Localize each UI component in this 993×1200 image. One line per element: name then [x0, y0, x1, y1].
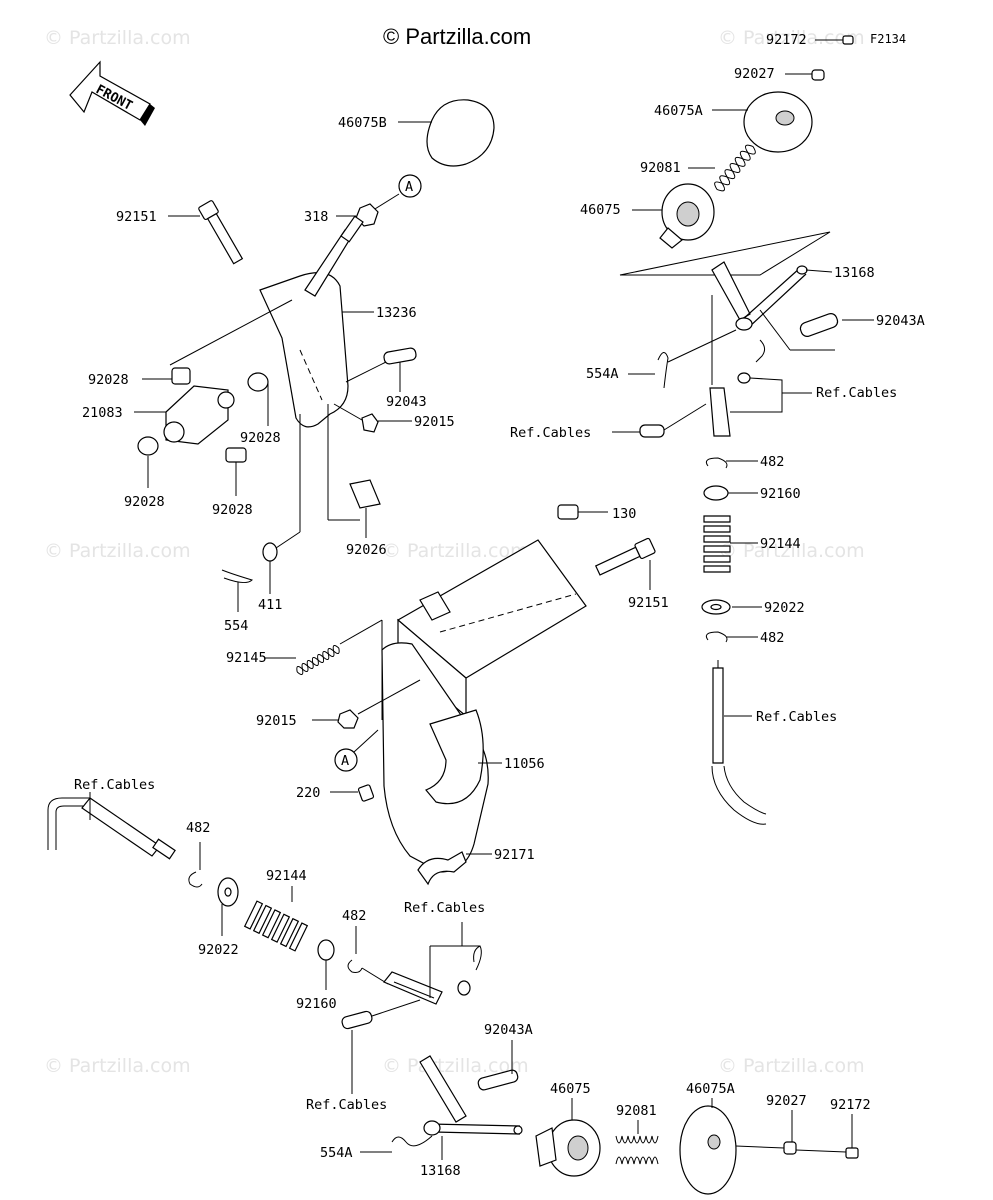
label-ref-cables: Ref.Cables [510, 425, 591, 441]
label-92145: 92145 [226, 650, 267, 666]
watermark: © Partzilla.com [382, 540, 529, 562]
label-13236: 13236 [376, 305, 417, 321]
label-11056: 11056 [504, 756, 545, 772]
label-46075B: 46075B [338, 115, 387, 131]
watermarks: © Partzilla.com © Partzilla.com © Partzi… [44, 27, 865, 1077]
spring-92144-right [703, 515, 731, 573]
label-92015: 92015 [256, 713, 297, 729]
label-92151: 92151 [116, 209, 157, 225]
label-ref-cables: Ref.Cables [74, 777, 155, 793]
label-92027: 92027 [766, 1093, 807, 1109]
watermark: © Partzilla.com [44, 1055, 191, 1077]
label-92022: 92022 [764, 600, 805, 616]
front-arrow-icon: FRONT [69, 60, 155, 126]
label-92028: 92028 [240, 430, 281, 446]
label-92027: 92027 [734, 66, 775, 82]
lower-left-assembly [47, 792, 335, 990]
label-482: 482 [760, 454, 784, 470]
watermark: © Partzilla.com [44, 27, 191, 49]
label-46075: 46075 [550, 1081, 591, 1097]
label-92160: 92160 [760, 486, 801, 502]
label-220: 220 [296, 785, 320, 801]
label-130: 130 [612, 506, 636, 522]
label-92172: 92172 [766, 32, 807, 48]
label-92043A: 92043A [876, 313, 925, 329]
watermark: © Partzilla.com [718, 27, 865, 49]
label-554A: 554A [586, 366, 619, 382]
label-92028: 92028 [124, 494, 165, 510]
watermark: © Partzilla.com [382, 1055, 529, 1077]
label-92028: 92028 [212, 502, 253, 518]
label-92026: 92026 [346, 542, 387, 558]
label-ref-cables: Ref.Cables [404, 900, 485, 916]
label-92022: 92022 [198, 942, 239, 958]
diagram-code: F2134 [870, 32, 906, 46]
label-482: 482 [342, 908, 366, 924]
lower-center-assembly [341, 922, 859, 1195]
label-554A: 554A [320, 1145, 353, 1161]
label-21083: 21083 [82, 405, 123, 421]
label-92028: 92028 [88, 372, 129, 388]
upper-left-assembly: A [134, 99, 495, 612]
watermark: © Partzilla.com [718, 540, 865, 562]
watermark: © Partzilla.com [718, 1055, 865, 1077]
label-92015: 92015 [414, 414, 455, 430]
label-13168: 13168 [420, 1163, 461, 1179]
label-ref-cables: Ref.Cables [756, 709, 837, 725]
label-46075: 46075 [580, 202, 621, 218]
label-13168: 13168 [834, 265, 875, 281]
label-ref-cables: Ref.Cables [306, 1097, 387, 1113]
ref-a-label: A [341, 753, 349, 769]
label-318: 318 [304, 209, 328, 225]
watermark: © Partzilla.com [44, 540, 191, 562]
label-92081: 92081 [616, 1103, 657, 1119]
label-92151: 92151 [628, 595, 669, 611]
center-bracket: A [264, 504, 656, 886]
label-554: 554 [224, 618, 248, 634]
label-92043: 92043 [386, 394, 427, 410]
label-92144: 92144 [760, 536, 801, 552]
label-92144: 92144 [266, 868, 307, 884]
copyright-text: © Partzilla.com [383, 24, 531, 49]
label-92081: 92081 [640, 160, 681, 176]
label-482: 482 [760, 630, 784, 646]
label-ref-cables: Ref.Cables [816, 385, 897, 401]
label-46075A: 46075A [686, 1081, 735, 1097]
label-46075A: 46075A [654, 103, 703, 119]
label-92160: 92160 [296, 996, 337, 1012]
label-92172: 92172 [830, 1097, 871, 1113]
label-92171: 92171 [494, 847, 535, 863]
label-482: 482 [186, 820, 210, 836]
upper-right-assembly [612, 35, 874, 825]
label-92043A: 92043A [484, 1022, 533, 1038]
part-labels: 92172 92027 46075A 92081 46075 13168 920… [74, 32, 925, 1179]
label-411: 411 [258, 597, 282, 613]
ref-a-label: A [405, 179, 413, 195]
